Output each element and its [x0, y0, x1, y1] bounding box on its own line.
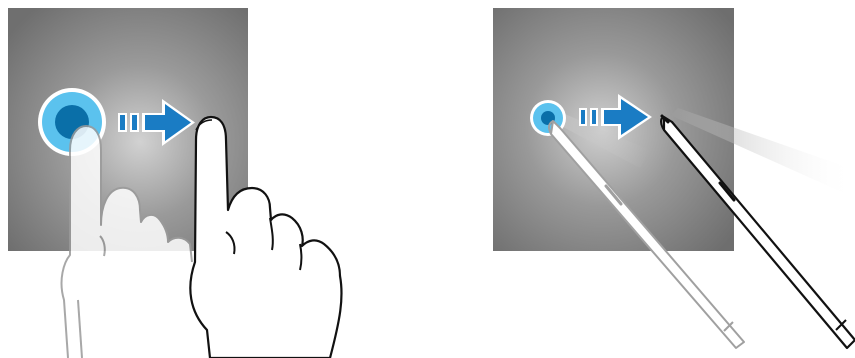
finger-drag-illustration — [8, 8, 342, 358]
screen-right — [493, 8, 734, 251]
hand-end-icon — [190, 117, 341, 358]
pen-drag-illustration — [493, 8, 855, 348]
